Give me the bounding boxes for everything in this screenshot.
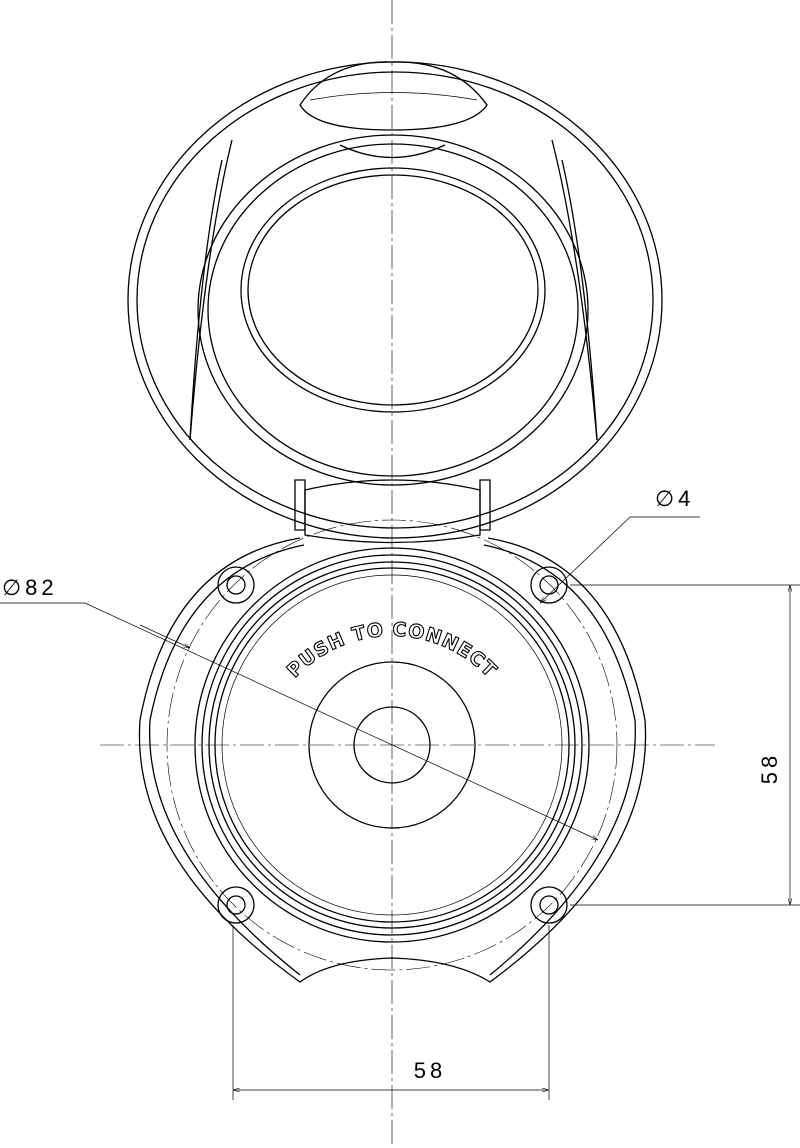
lid (127, 61, 663, 544)
vertical-spacing-label: 58 (757, 752, 782, 784)
hole-diameter-label: ∅4 (655, 486, 694, 511)
bolt-holes (217, 566, 568, 924)
inlet-body (138, 519, 647, 983)
horizontal-spacing-label: 58 (414, 1058, 446, 1083)
bolt-circle-diameter-label: ∅82 (2, 575, 58, 600)
